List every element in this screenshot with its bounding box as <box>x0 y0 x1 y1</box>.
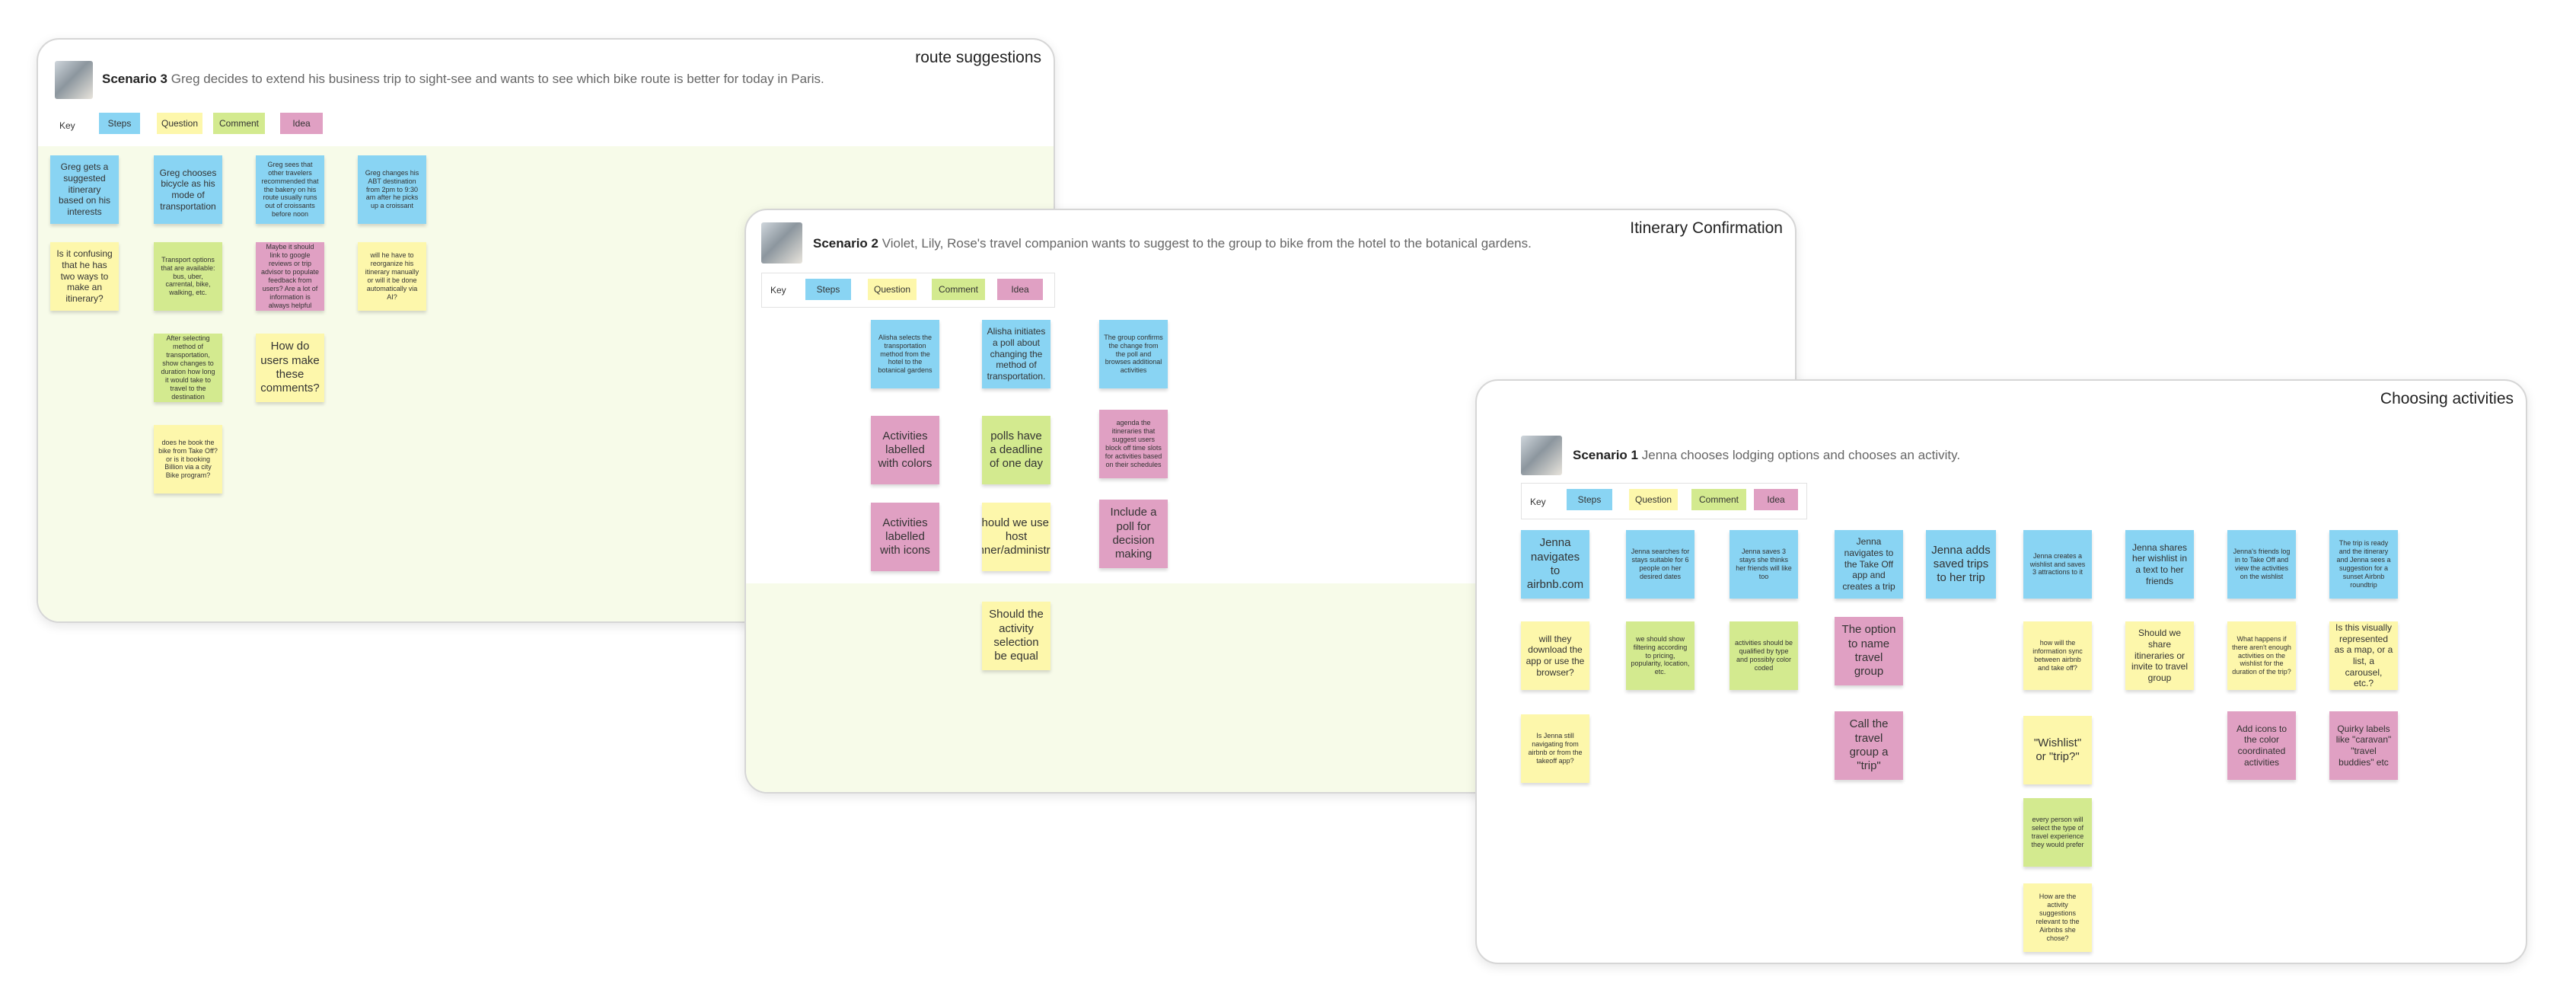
sticky-note: Should we use a host planner/administrat… <box>982 503 1050 571</box>
sticky-note: Jenna shares her wishlist in a text to h… <box>2125 530 2194 599</box>
sticky-note: Greg changes his ABT destination from 2p… <box>358 155 426 224</box>
avatar <box>761 222 802 264</box>
sticky-note: "Wishlist" or "trip?" <box>2023 716 2092 784</box>
sticky-note: we should show filtering according to pr… <box>1626 621 1694 690</box>
sticky-note: Jenna's friends log in to Take Off and v… <box>2227 530 2296 599</box>
key-question: Question <box>868 279 917 300</box>
sticky-note: Maybe it should link to google reviews o… <box>256 242 324 311</box>
sticky-note: Greg sees that other travelers recommend… <box>256 155 324 224</box>
sticky-note: polls have a deadline of one day <box>982 416 1050 484</box>
board-title: Itinerary Confirmation <box>1630 219 1783 238</box>
key-steps: Steps <box>99 113 140 134</box>
sticky-note: Jenna navigates to the Take Off app and … <box>1835 530 1903 599</box>
board-title: Choosing activities <box>2380 390 2514 408</box>
sticky-note: will he have to reorganize his itinerary… <box>358 242 426 311</box>
scenario-label: Scenario 3 <box>102 72 167 86</box>
sticky-note: Jenna creates a wishlist and saves 3 att… <box>2023 530 2092 599</box>
sticky-note: Is it confusing that he has two ways to … <box>50 242 119 311</box>
sticky-note: Greg chooses bicycle as his mode of tran… <box>154 155 222 224</box>
key-label: Key <box>59 120 75 131</box>
board-choosing-activities: Choosing activities Scenario 1 Jenna cho… <box>1475 379 2527 964</box>
key-comment: Comment <box>932 279 985 300</box>
sticky-note: Activities labelled with colors <box>871 416 939 484</box>
sticky-note: activities should be qualified by type a… <box>1730 621 1798 690</box>
sticky-note: Activities labelled with icons <box>871 503 939 571</box>
sticky-note: The group confirms the change from the p… <box>1099 320 1168 388</box>
key-comment: Comment <box>1691 489 1746 510</box>
key-comment: Comment <box>213 113 265 134</box>
key-idea: Idea <box>1754 489 1798 510</box>
sticky-note: Add icons to the color coordinated activ… <box>2227 711 2296 780</box>
sticky-note: Include a poll for decision making <box>1099 500 1168 568</box>
sticky-note: Greg gets a suggested itinerary based on… <box>50 155 119 224</box>
sticky-note: how will the information sync between ai… <box>2023 621 2092 690</box>
sticky-note: Is this visually represented as a map, o… <box>2329 621 2398 690</box>
scenario-label: Scenario 1 <box>1573 448 1638 462</box>
scenario-description: Scenario 2 Violet, Lily, Rose's travel c… <box>813 236 1532 251</box>
sticky-note: Transport options that are available: bu… <box>154 242 222 311</box>
sticky-note: Jenna saves 3 stays she thinks her frien… <box>1730 530 1798 599</box>
sticky-note: The trip is ready and the itinerary and … <box>2329 530 2398 599</box>
sticky-note: Alisha selects the transportation method… <box>871 320 939 388</box>
avatar <box>1521 436 1562 475</box>
scenario-label: Scenario 2 <box>813 236 878 251</box>
sticky-note: every person will select the type of tra… <box>2023 798 2092 867</box>
key-idea: Idea <box>997 279 1043 300</box>
sticky-note: will they download the app or use the br… <box>1521 621 1589 690</box>
sticky-note: Alisha initiates a poll about changing t… <box>982 320 1050 388</box>
sticky-note: Should the activity selection be equal <box>982 602 1050 670</box>
sticky-note: What happens if there aren't enough acti… <box>2227 621 2296 690</box>
sticky-note: Jenna navigates to airbnb.com <box>1521 530 1589 599</box>
sticky-note: Jenna adds saved trips to her trip <box>1926 530 1996 599</box>
board-title: route suggestions <box>915 49 1041 67</box>
scenario-text: Greg decides to extend his business trip… <box>171 72 824 86</box>
sticky-note: How are the activity suggestions relevan… <box>2023 883 2092 952</box>
key-steps: Steps <box>805 279 851 300</box>
avatar <box>55 61 93 99</box>
key-idea: Idea <box>280 113 323 134</box>
key-question: Question <box>1629 489 1678 510</box>
key-label: Key <box>1530 497 1546 507</box>
sticky-note: Jenna searches for stays suitable for 6 … <box>1626 530 1694 599</box>
sticky-note: Is Jenna still navigating from airbnb or… <box>1521 714 1589 783</box>
sticky-note: Should we share itineraries or invite to… <box>2125 621 2194 690</box>
scenario-description: Scenario 1 Jenna chooses lodging options… <box>1573 448 1960 463</box>
sticky-note: Call the travel group a "trip" <box>1835 711 1903 780</box>
key-steps: Steps <box>1567 489 1612 510</box>
sticky-note: does he book the bike from Take Off? or … <box>154 425 222 494</box>
sticky-note: After selecting method of transportation… <box>154 334 222 402</box>
scenario-description: Scenario 3 Greg decides to extend his bu… <box>102 72 824 87</box>
sticky-note: Quirky labels like "caravan" "travel bud… <box>2329 711 2398 780</box>
scenario-text: Violet, Lily, Rose's travel companion wa… <box>882 236 1532 251</box>
key-question: Question <box>157 113 202 134</box>
key-label: Key <box>770 285 786 295</box>
scenario-text: Jenna chooses lodging options and choose… <box>1642 448 1960 462</box>
sticky-note: How do users make these comments? <box>256 334 324 402</box>
sticky-note: agenda the itineraries that suggest user… <box>1099 410 1168 478</box>
sticky-note: The option to name travel group <box>1835 617 1903 685</box>
